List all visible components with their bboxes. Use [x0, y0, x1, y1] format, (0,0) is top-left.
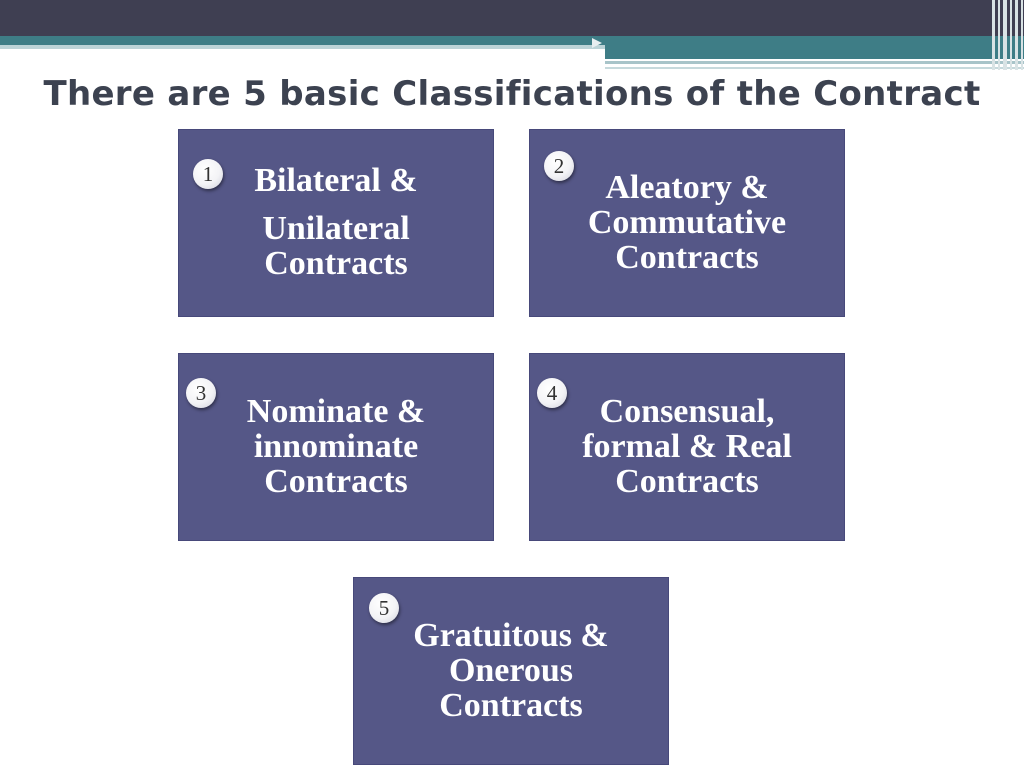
label-line: Contracts: [615, 463, 759, 500]
classification-box-1: Bilateral & Unilateral Contracts: [178, 129, 494, 317]
header-arrow-marker: [592, 38, 602, 48]
label-line: formal & Real: [582, 428, 792, 465]
label-line: Consensual,: [599, 393, 775, 430]
label-line: Unilateral: [262, 210, 410, 247]
header-thin-line: [605, 61, 1024, 64]
label-line: Commutative: [587, 204, 787, 241]
header-thin-line: [605, 67, 1024, 69]
header-vertical-bars: [990, 0, 1024, 70]
classification-box-2: Aleatory & Commutative Contracts: [529, 129, 845, 317]
number-badge: 4: [537, 378, 567, 408]
label-line: Onerous: [448, 652, 574, 689]
classification-label: Aleatory & Commutative Contracts: [530, 170, 844, 275]
classification-label: Gratuitous & Onerous Contracts: [354, 618, 668, 723]
label-line: Contracts: [615, 239, 759, 276]
header-teal-band: [0, 36, 1024, 45]
classification-box-3: Nominate & innominate Contracts: [178, 353, 494, 541]
header-dark-band: [0, 0, 1024, 36]
label-line: Contracts: [264, 463, 408, 500]
classification-box-4: Consensual, formal & Real Contracts: [529, 353, 845, 541]
label-line: Contracts: [264, 245, 408, 282]
label-line: Contracts: [439, 687, 583, 724]
number-badge: 1: [193, 159, 223, 189]
label-line: Bilateral &: [254, 162, 418, 199]
classification-label: Bilateral & Unilateral Contracts: [179, 163, 493, 281]
label-line: Nominate &: [246, 393, 426, 430]
header-light-stripe: [0, 45, 605, 49]
header-teal-right-band: [605, 45, 1024, 59]
number-badge: 3: [186, 378, 216, 408]
classification-box-5: Gratuitous & Onerous Contracts: [353, 577, 669, 765]
classification-label: Nominate & innominate Contracts: [179, 394, 493, 499]
label-line: innominate: [253, 428, 419, 465]
page-title: There are 5 basic Classifications of the…: [43, 74, 981, 114]
number-badge: 5: [369, 593, 399, 623]
classification-label: Consensual, formal & Real Contracts: [530, 394, 844, 499]
label-line: Aleatory &: [605, 169, 769, 206]
number-badge: 2: [544, 151, 574, 181]
label-line: Gratuitous &: [413, 617, 609, 654]
